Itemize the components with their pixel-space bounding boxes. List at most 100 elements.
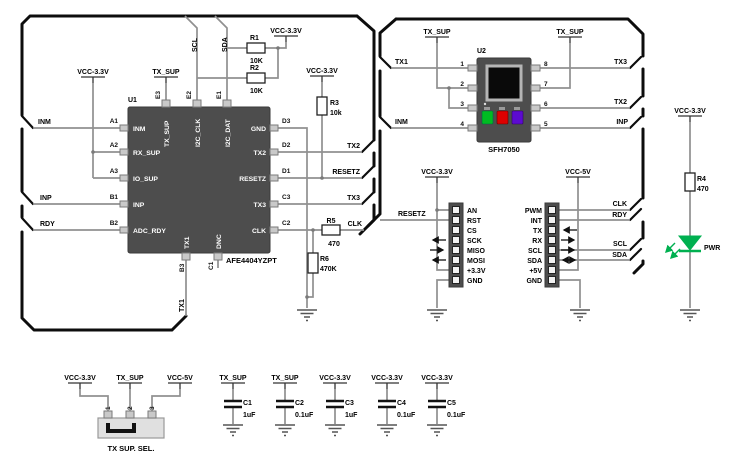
u1-pin-num: E2 bbox=[186, 91, 193, 99]
signal-label-inp: INP bbox=[40, 195, 52, 202]
u1-pin-num: B2 bbox=[110, 220, 119, 227]
r5-ref: R5 bbox=[327, 218, 336, 225]
net-label-cap1: TX_SUP bbox=[219, 375, 247, 382]
signal-label-tx3: TX3 bbox=[614, 59, 627, 66]
u1-pin-name: INM bbox=[133, 126, 146, 133]
tx-sup-sel-jumper: 1 2 3 TX SUP. SEL. bbox=[97, 406, 165, 453]
header-left: AN RST CS SCK MISO MOSI +3.3V GND bbox=[430, 202, 486, 288]
wire-r1-r2-vcc bbox=[265, 42, 287, 79]
u2-pin-num: 5 bbox=[544, 121, 548, 128]
wire-vcc33-hdr bbox=[436, 183, 449, 271]
capacitors: C1 1uF C2 0.1uF C3 1uF C4 0.1uF C5 0.1uF bbox=[224, 399, 466, 419]
c3-value: 1uF bbox=[345, 412, 358, 419]
wire-vcc33-u1 bbox=[92, 83, 120, 179]
resistor-r6 bbox=[307, 252, 319, 274]
signal-label-sda: SDA bbox=[612, 252, 627, 259]
header-pin-label: SCK bbox=[467, 238, 482, 245]
net-label-txsup: TX_SUP bbox=[556, 29, 584, 36]
u1-pin-num: C2 bbox=[282, 220, 291, 227]
resistor-r3 bbox=[316, 96, 328, 116]
header-pin-label: RX bbox=[532, 238, 542, 245]
wires bbox=[33, 15, 691, 424]
u1-pin-name: RESETZ bbox=[239, 176, 266, 183]
jumper-pin-num: 2 bbox=[127, 406, 134, 410]
left-module-outline bbox=[20, 14, 377, 332]
r1-ref: R1 bbox=[250, 35, 259, 42]
u1-pin-name: CLK bbox=[252, 228, 266, 235]
u1-pin-name: I2C_CLK bbox=[195, 119, 202, 147]
signal-label-tx1: TX1 bbox=[395, 59, 408, 66]
u1-pin-name: GND bbox=[251, 126, 266, 133]
u2-pin-num: 3 bbox=[460, 101, 464, 108]
signal-label-inm: INM bbox=[395, 119, 408, 126]
u1-pin-name: TX_SUP bbox=[164, 120, 171, 147]
net-label-cap2: TX_SUP bbox=[271, 375, 299, 382]
header-pin-label: AN bbox=[467, 208, 477, 215]
r6-value: 470K bbox=[320, 266, 337, 273]
capacitor-c4: C4 0.1uF bbox=[378, 399, 416, 419]
u1-pin-name: INP bbox=[133, 202, 145, 209]
wire-d3-gnd bbox=[277, 127, 308, 308]
capacitor-c1: C1 1uF bbox=[224, 399, 256, 419]
r1-value: 10K bbox=[250, 58, 263, 65]
right-module-labels: TX1 INM TX3 TX2 INP RESETZ CLK RDY SCL S… bbox=[395, 59, 628, 259]
u1-refdes: U1 bbox=[128, 97, 137, 104]
u1-pin-name: IO_SUP bbox=[133, 176, 158, 183]
signal-label-resetz: RESETZ bbox=[332, 169, 360, 176]
resistor-r4 bbox=[684, 172, 696, 192]
signal-label-tx2: TX2 bbox=[347, 143, 360, 150]
header-left-body bbox=[448, 202, 464, 288]
capacitor-c3: C3 1uF bbox=[326, 399, 358, 419]
net-label-vcc33: VCC-3.3V bbox=[270, 28, 302, 35]
header-right: PWM INT TX RX SCL SDA +5V GND bbox=[525, 202, 577, 288]
jumper-shunt bbox=[106, 423, 136, 433]
c5-value: 0.1uF bbox=[447, 412, 466, 419]
pwr-led-icon bbox=[677, 235, 703, 251]
resistor-r2 bbox=[246, 72, 266, 84]
net-label-vcc33: VCC-3.3V bbox=[421, 169, 453, 176]
led-emission-arrow-icon bbox=[665, 242, 676, 253]
u1-pin-num: A2 bbox=[110, 142, 119, 149]
c4-ref: C4 bbox=[397, 400, 406, 407]
led-emission-arrow-icon bbox=[670, 248, 681, 259]
signal-label-tx2: TX2 bbox=[614, 99, 627, 106]
net-label-txsup: TX_SUP bbox=[152, 69, 180, 76]
u1-pin-name: I2C_DAT bbox=[225, 118, 232, 147]
header-pin-label: GND bbox=[467, 278, 483, 285]
header-right-body bbox=[544, 202, 560, 288]
wire-gnd-hdr-left bbox=[436, 279, 449, 308]
left-module-labels: INM INP RDY SCL SDA TX2 RESETZ TX3 CLK T… bbox=[38, 37, 362, 312]
signal-label-tx3: TX3 bbox=[347, 195, 360, 202]
signal-label-inm: INM bbox=[38, 119, 51, 126]
wire-vcc5-hdr bbox=[559, 183, 579, 271]
u2-part-number: SFH7050 bbox=[488, 145, 520, 154]
header-pin-label: GND bbox=[526, 278, 542, 285]
signal-label-tx1: TX1 bbox=[179, 299, 186, 312]
u2-pin-num: 8 bbox=[544, 61, 548, 68]
u1-pin-num: A1 bbox=[110, 118, 119, 125]
r2-ref: R2 bbox=[250, 65, 259, 72]
u1-part-number: AFE4404YZPT bbox=[226, 256, 277, 265]
u1-pin-num: B1 bbox=[110, 194, 119, 201]
signal-label-scl: SCL bbox=[613, 241, 628, 248]
header-pin-label: INT bbox=[531, 218, 543, 225]
u1-pin-num: D1 bbox=[282, 168, 291, 175]
net-label-vcc33: VCC-3.3V bbox=[306, 68, 338, 75]
r3-value: 10k bbox=[330, 110, 342, 117]
u1-pin-num: C3 bbox=[282, 194, 291, 201]
u2-ir-led bbox=[511, 110, 524, 125]
u1-pin-name: TX1 bbox=[184, 236, 191, 249]
net-label-cap5: VCC-3.3V bbox=[421, 375, 453, 382]
r4-value: 470 bbox=[697, 186, 709, 193]
wire-sda bbox=[214, 15, 247, 100]
header-pin-label: RST bbox=[467, 218, 482, 225]
net-label-txsup: TX_SUP bbox=[423, 29, 451, 36]
header-pin-label: SCL bbox=[528, 248, 543, 255]
u1-pin-name: TX3 bbox=[254, 202, 267, 209]
u1-pin-num: E3 bbox=[155, 91, 162, 99]
header-pin-label: PWM bbox=[525, 208, 542, 215]
net-label-cap3: VCC-3.3V bbox=[319, 375, 351, 382]
